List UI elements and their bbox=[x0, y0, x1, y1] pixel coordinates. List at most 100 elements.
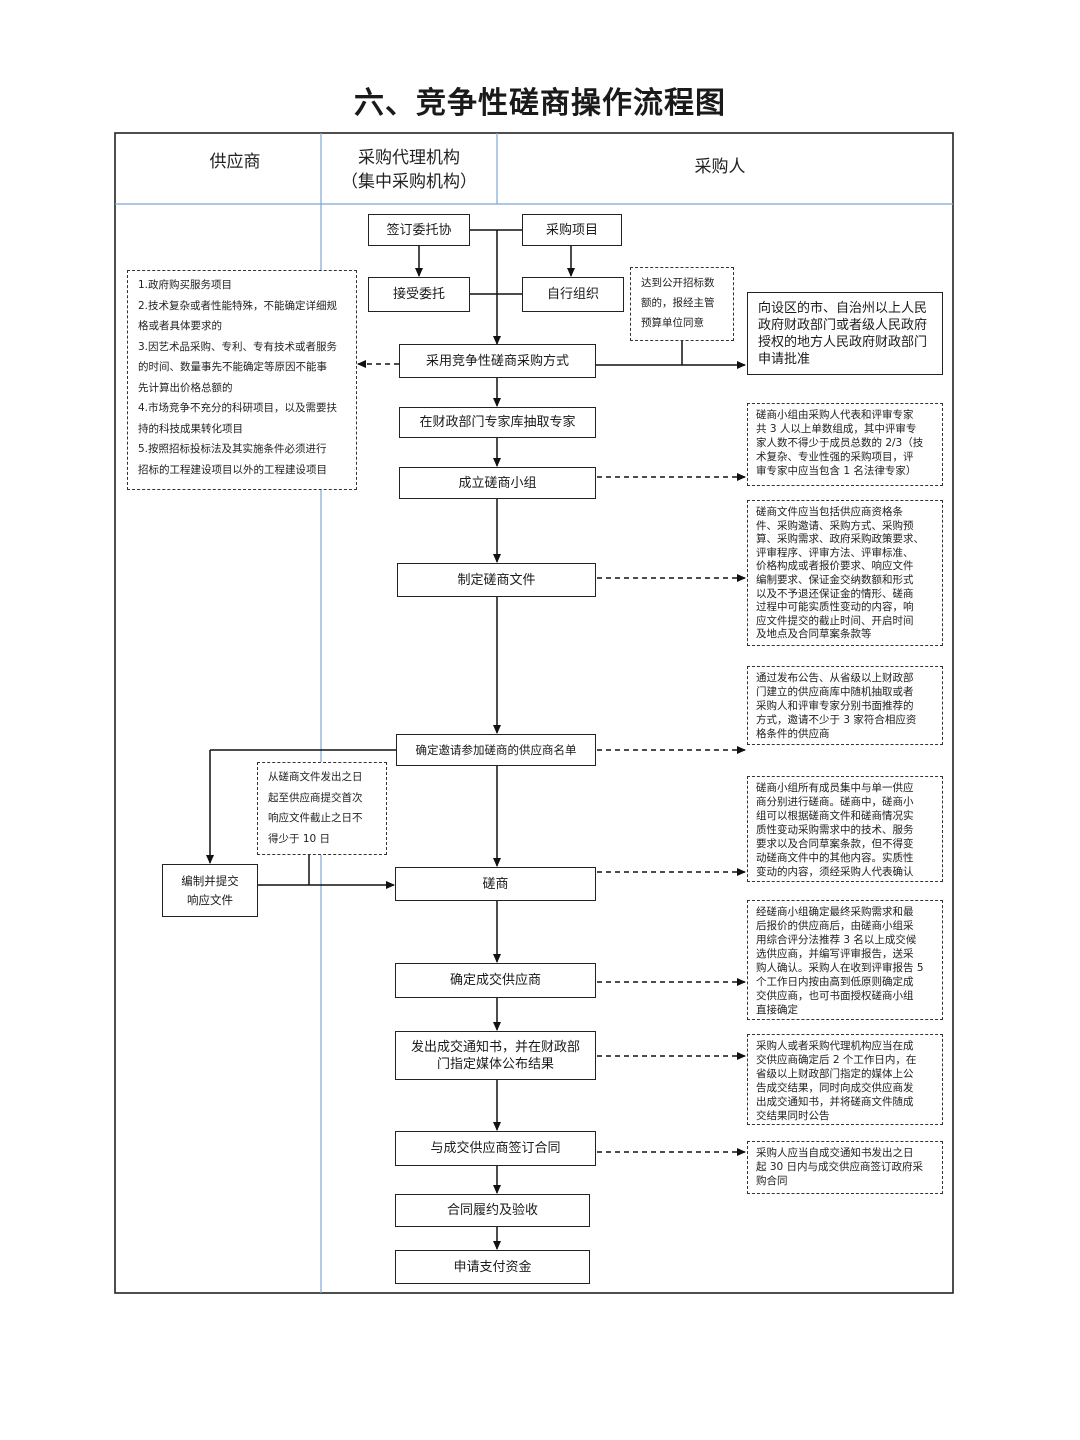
scope-note-line: 先计算出价格总额的 bbox=[138, 381, 233, 394]
group-composition-note-line: 术复杂、专业性强的采购项目，评 bbox=[756, 451, 914, 463]
lane-header-agency-line1: 采购代理机构 bbox=[358, 148, 460, 168]
group-composition-note-line: 家人数不得少于成员总数的 2/3（技 bbox=[756, 437, 924, 449]
ten-days-note-line: 响应文件截止之日不 bbox=[268, 812, 363, 824]
notice-note-line: 告成交结果，同时向成交供应商发 bbox=[756, 1082, 914, 1094]
ten-days-note-line: 从磋商文件发出之日 bbox=[268, 771, 363, 783]
negotiate-note-line: 组可以根据磋商文件和磋商情况实 bbox=[756, 810, 914, 822]
scope-note-line: 格或者具体要求的 bbox=[138, 320, 222, 332]
winner-note-line: 交供应商，也可书面授权磋商小组 bbox=[756, 990, 914, 1002]
lane-header-agency: 采购代理机构 （集中采购机构） bbox=[321, 146, 497, 194]
scope-note: 1.政府购买服务项目 2.技术复杂或者性能特殊，不能确定详细规格或者具体要求的 3.… bbox=[127, 270, 357, 490]
invite-note-line: 门建立的供应商库中随机抽取或者 bbox=[756, 686, 914, 698]
scope-note-line: 2.技术复杂或者性能特殊，不能确定详细规 bbox=[138, 299, 338, 312]
winner-note-line: 直接确定 bbox=[756, 1004, 798, 1016]
notice-note-line: 省级以上财政部门指定的媒体上公 bbox=[756, 1068, 914, 1080]
ten-days-note-line: 得少于 10 日 bbox=[268, 832, 331, 845]
negotiate-note: 磋商小组所有成员集中与单一供应商分别进行磋商。磋商中，磋商小组可以根据磋商文件和… bbox=[747, 776, 943, 882]
approval-box: 向设区的市、自治州以上人民 政府财政部门或者级人民政府 授权的地方人民政府财政部… bbox=[747, 292, 943, 375]
negotiate-note-line: 商分别进行磋商。磋商中，磋商小 bbox=[756, 796, 914, 808]
adopt-method-box: 采用竞争性磋商采购方式 bbox=[399, 344, 596, 378]
threshold-note-line: 达到公开招标数 bbox=[641, 277, 715, 289]
prepare-response-line-2: 响应文件 bbox=[187, 892, 233, 907]
winner-note: 经磋商小组确定最终采购需求和最后报价的供应商后，由磋商小组采用综合评分法推荐 3… bbox=[747, 900, 943, 1020]
contract-note-line: 购合同 bbox=[756, 1175, 788, 1187]
docs-content-note-line: 算、采购需求、政府采购政策要求、 bbox=[756, 533, 924, 546]
notice-note-line: 出成交通知书，并将磋商文件随成 bbox=[756, 1096, 914, 1108]
ten-days-note: 从磋商文件发出之日起至供应商提交首次响应文件截止之日不得少于 10 日 bbox=[257, 762, 387, 855]
docs-content-note-line: 及地点及合同草案条款等 bbox=[756, 628, 872, 641]
prepare-response-line-1: 编制并提交 bbox=[181, 873, 239, 888]
group-composition-note: 磋商小组由采购人代表和评审专家共 3 人以上单数组成，其中评审专家人数不得少于成… bbox=[747, 403, 943, 486]
determine-winner-box: 确定成交供应商 bbox=[395, 963, 596, 998]
docs-content-note-line: 应文件提交的截止时间、开启时间 bbox=[756, 614, 914, 627]
approval-line-1: 向设区的市、自治州以上人民 bbox=[758, 300, 928, 316]
winner-note-line: 用综合评分法推荐 3 名以上成交候 bbox=[756, 934, 917, 946]
negotiate-box: 磋商 bbox=[395, 867, 596, 901]
sign-entrust-box: 签订委托协 bbox=[368, 214, 470, 246]
swimlane-frame bbox=[114, 132, 954, 1294]
contract-note: 采购人应当自成交通知书发出之日起 30 日内与成交供应商签订政府采购合同 bbox=[747, 1141, 943, 1194]
make-docs-box: 制定磋商文件 bbox=[397, 563, 596, 597]
group-composition-note-line: 审专家中应当包含 1 名法律专家） bbox=[756, 465, 917, 477]
result-notice-box: 发出成交通知书，并在财政部 门指定媒体公布结果 bbox=[395, 1031, 596, 1080]
notice-note-line: 采购人或者采购代理机构应当在成 bbox=[756, 1040, 914, 1052]
experts-box: 在财政部门专家库抽取专家 bbox=[399, 407, 596, 438]
invite-note-line: 通过发布公告、从省级以上财政部 bbox=[756, 672, 914, 684]
docs-content-note: 磋商文件应当包括供应商资格条件、采购邀请、采购方式、采购预算、采购需求、政府采购… bbox=[747, 500, 943, 646]
negotiate-note-line: 动磋商文件中的其他内容。实质性 bbox=[756, 852, 914, 864]
invite-note-line: 方式，邀请不少于 3 家符合相应资 bbox=[756, 714, 917, 726]
negotiate-note-line: 要求以及合同草案条款，但不得变 bbox=[756, 838, 914, 850]
threshold-note-line: 预算单位同意 bbox=[641, 317, 704, 329]
negotiate-note-line: 质性变动采购需求中的技术、服务 bbox=[756, 824, 914, 836]
negotiate-note-line: 磋商小组所有成员集中与单一供应 bbox=[756, 782, 914, 794]
lane-header-agency-line2: （集中采购机构） bbox=[341, 172, 477, 192]
payment-box: 申请支付资金 bbox=[395, 1250, 590, 1284]
threshold-note-line: 额的，报经主管 bbox=[641, 297, 715, 309]
lane-header-purchaser: 采购人 bbox=[694, 157, 746, 177]
self-organize-box: 自行组织 bbox=[522, 277, 624, 312]
winner-note-line: 个工作日内按由高到低原则确定成 bbox=[756, 976, 914, 988]
scope-note-line: 3.因艺术品采购、专利、专有技术或者服务 bbox=[138, 340, 338, 353]
docs-content-note-line: 评审程序、评审方法、评审标准、 bbox=[756, 546, 914, 559]
winner-note-line: 后报价的供应商后，由磋商小组采 bbox=[756, 920, 914, 932]
invite-note-line: 采购人和评审专家分别书面推荐的 bbox=[756, 700, 914, 712]
negotiate-note-line: 变动的内容，须经采购人代表确认 bbox=[756, 866, 914, 878]
docs-content-note-line: 编制要求、保证金交纳数额和形式 bbox=[756, 573, 914, 586]
docs-content-note-line: 磋商文件应当包括供应商资格条 bbox=[756, 506, 903, 518]
scope-note-line: 招标的工程建设项目以外的工程建设项目 bbox=[138, 463, 327, 476]
scope-note-line: 1.政府购买服务项目 bbox=[138, 279, 233, 291]
winner-note-line: 经磋商小组确定最终采购需求和最 bbox=[756, 906, 914, 918]
lane-header-supplier: 供应商 bbox=[209, 152, 261, 172]
result-notice-line-1: 发出成交通知书，并在财政部 bbox=[410, 1039, 580, 1055]
page-title: 六、竞争性磋商操作流程图 bbox=[354, 86, 726, 121]
group-composition-note-line: 共 3 人以上单数组成，其中评审专 bbox=[756, 423, 917, 435]
docs-content-note-line: 以及不予退还保证金的情形、磋商 bbox=[756, 587, 914, 600]
purchase-project-box: 采购项目 bbox=[522, 214, 622, 246]
form-group-box: 成立磋商小组 bbox=[399, 467, 596, 499]
ten-days-note-line: 起至供应商提交首次 bbox=[268, 791, 363, 804]
notice-note-line: 交结果同时公告 bbox=[756, 1110, 830, 1122]
scope-note-line: 的时间、数量事先不能确定等原因不能事 bbox=[138, 361, 327, 373]
docs-content-note-line: 过程中可能实质性变动的内容，响 bbox=[756, 601, 914, 614]
supplier-list-box: 确定邀请参加磋商的供应商名单 bbox=[396, 734, 596, 766]
group-composition-note-line: 磋商小组由采购人代表和评审专家 bbox=[756, 409, 914, 421]
docs-content-note-line: 价格构成或者报价要求、响应文件 bbox=[756, 560, 914, 573]
scope-note-line: 持的科技成果转化项目 bbox=[138, 422, 243, 435]
docs-content-note-line: 件、采购邀请、采购方式、采购预 bbox=[756, 519, 914, 532]
approval-line-4: 申请批准 bbox=[758, 351, 811, 367]
contract-note-line: 采购人应当自成交通知书发出之日 bbox=[756, 1147, 914, 1159]
notice-note: 采购人或者采购代理机构应当在成交供应商确定后 2 个工作日内，在省级以上财政部门… bbox=[747, 1034, 943, 1125]
scope-note-line: 5.按照招标投标法及其实施条件必须进行 bbox=[138, 443, 327, 455]
invite-note: 通过发布公告、从省级以上财政部门建立的供应商库中随机抽取或者采购人和评审专家分别… bbox=[747, 666, 943, 745]
approval-line-2: 政府财政部门或者级人民政府 bbox=[758, 317, 928, 333]
invite-note-line: 格条件的供应商 bbox=[756, 728, 830, 740]
sign-contract-box: 与成交供应商签订合同 bbox=[395, 1131, 596, 1166]
approval-line-3: 授权的地方人民政府财政部门 bbox=[758, 334, 928, 350]
winner-note-line: 购人确认。采购人在收到评审报告 5 bbox=[756, 962, 924, 974]
contract-note-line: 起 30 日内与成交供应商签订政府采 bbox=[756, 1161, 924, 1173]
result-notice-line-2: 门指定媒体公布结果 bbox=[436, 1056, 554, 1072]
prepare-response-box: 编制并提交 响应文件 bbox=[162, 864, 258, 917]
threshold-note: 达到公开招标数额的，报经主管预算单位同意 bbox=[630, 267, 734, 341]
acceptance-box: 合同履约及验收 bbox=[395, 1194, 590, 1227]
accept-entrust-box: 接受委托 bbox=[368, 277, 470, 312]
